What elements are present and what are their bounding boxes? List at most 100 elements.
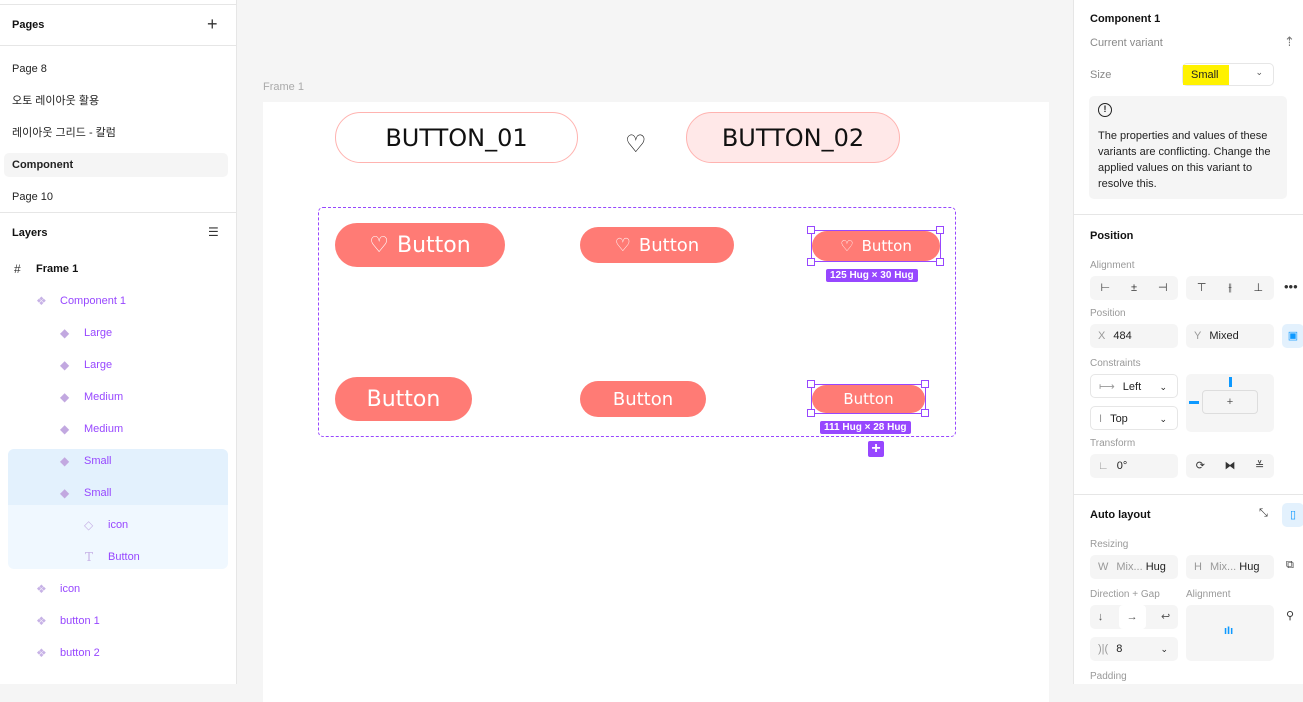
position-title: Position [1090,230,1134,242]
page-item-selected[interactable]: Component [4,153,228,177]
align-top-icon[interactable]: ⊤ [1196,282,1207,294]
flip-vertical-icon[interactable]: ≚ [1255,460,1265,472]
auto-layout-settings-icon[interactable]: ▯ [1282,503,1303,527]
clip-content-icon[interactable]: ⧉ [1286,559,1294,571]
page-item[interactable]: Page 10 [12,191,53,203]
constraint-widget[interactable]: + [1186,374,1274,432]
align-center-h-icon[interactable]: ± [1130,282,1138,294]
component-set-icon: ❖ [36,582,47,596]
more-icon[interactable]: ••• [1284,279,1298,294]
layer-button-1[interactable]: ❖button 1 [8,605,228,637]
button-large[interactable]: Button [335,377,472,421]
resize-handle[interactable] [807,380,815,388]
add-variant-button[interactable]: + [868,441,884,457]
layer-component-1[interactable]: ❖Component 1 [8,285,228,317]
layer-label: Large [84,327,113,339]
button-small-icon[interactable]: ♡Button [812,231,940,261]
component-set-outline[interactable] [318,207,956,437]
conflict-warning: ! The properties and values of these var… [1089,96,1287,199]
button-small[interactable]: Button [812,385,925,413]
resize-handle[interactable] [921,380,929,388]
add-page-icon[interactable]: + [207,14,218,34]
text-icon: T [85,550,94,564]
vertical-constraint-icon: I [1099,413,1103,425]
wrap-icon[interactable]: ↩ [1161,611,1171,623]
instance-icon: ◇ [84,518,94,532]
layer-icon-instance[interactable]: ◇icon [8,509,228,541]
layer-icon[interactable]: ❖icon [8,573,228,605]
constraint-center-box: + [1202,390,1258,414]
left-constraint-indicator[interactable] [1189,401,1199,404]
layer-large[interactable]: ◆Large [8,317,228,349]
button-label: Button [366,386,441,412]
button-medium-icon[interactable]: ♡Button [580,227,734,263]
warning-text: The properties and values of these varia… [1098,130,1271,190]
button-02[interactable]: BUTTON_02 [686,112,900,163]
component-set-icon: ❖ [36,646,47,660]
button-large-icon[interactable]: ♡Button [335,223,505,267]
resize-handle[interactable] [936,258,944,266]
size-select[interactable]: Small ⌄ [1182,63,1274,86]
resize-handle[interactable] [807,226,815,234]
frame-label[interactable]: Frame 1 [263,81,304,93]
layer-label: Button [108,551,140,563]
padding-label: Padding [1090,671,1127,682]
collapse-layers-icon[interactable]: ☰ [208,225,219,239]
advanced-settings-icon[interactable]: ⚲ [1286,610,1295,622]
pages-title: Pages [12,19,45,31]
component-set-icon: ❖ [36,614,47,628]
variant-icon: ◆ [60,422,70,436]
page-item[interactable]: Page 8 [12,63,47,75]
align-bottom-icon[interactable]: ⊥ [1253,282,1264,294]
layer-button-text[interactable]: T Button [8,541,228,573]
layer-label: Component 1 [60,295,127,307]
go-to-main-component-icon[interactable]: ⇡ [1284,34,1295,49]
size-label: Size [1090,69,1112,81]
transform-group: ⟳ ⧓ ≚ [1186,454,1274,478]
selected-rows [8,449,228,505]
align-left-icon[interactable]: ⊢ [1100,282,1111,294]
x-value: 484 [1113,330,1132,342]
layer-frame-1[interactable]: #Frame 1 [8,253,228,285]
layer-small[interactable]: ◆Small [8,445,228,477]
layer-button-2[interactable]: ❖button 2 [8,637,228,669]
page-item[interactable]: 오토 레이아웃 활용 [12,95,100,107]
constraints-label: Constraints [1090,358,1141,369]
layer-medium[interactable]: ◆Medium [8,381,228,413]
align-right-icon[interactable]: ⊣ [1157,282,1168,294]
top-constraint-indicator[interactable] [1229,377,1232,387]
resize-handle[interactable] [936,226,944,234]
page-item[interactable]: 레이아웃 그리드 - 칼럼 [12,127,116,139]
heart-icon[interactable]: ♡ [625,131,647,158]
absolute-position-icon[interactable]: ▣ [1282,324,1303,348]
horizontal-direction-icon[interactable]: → [1118,605,1146,629]
resize-handle[interactable] [807,409,815,417]
gap-input[interactable]: )|(8⌄ [1090,637,1178,661]
align-middle-icon[interactable]: ⫲ [1228,282,1232,294]
button-label: Button [843,390,894,408]
button-medium[interactable]: Button [580,381,706,417]
flip-horizontal-icon[interactable]: ⧓ [1224,460,1236,472]
layer-small[interactable]: ◆Small [8,477,228,509]
button-01[interactable]: BUTTON_01 [335,112,578,163]
layer-medium[interactable]: ◆Medium [8,413,228,445]
h-key: H [1194,561,1202,573]
chevron-down-icon: ⌄ [1159,382,1167,392]
resize-handle[interactable] [807,258,815,266]
rotation-input[interactable]: ∟0° [1090,454,1178,478]
resize-handle[interactable] [921,409,929,417]
collapse-icon[interactable]: ⤡ [1259,507,1268,519]
vertical-direction-icon[interactable]: ↓ [1097,611,1104,623]
auto-layout-title: Auto layout [1090,509,1151,521]
rotate-icon[interactable]: ⟳ [1195,460,1205,472]
alignment-grid[interactable]: ıIı [1186,605,1274,661]
layer-large[interactable]: ◆Large [8,349,228,381]
direction-gap-label: Direction + Gap [1090,589,1160,600]
horizontal-constraint-select[interactable]: ⟼Left⌄ [1090,374,1178,398]
position-label: Position [1090,308,1126,319]
